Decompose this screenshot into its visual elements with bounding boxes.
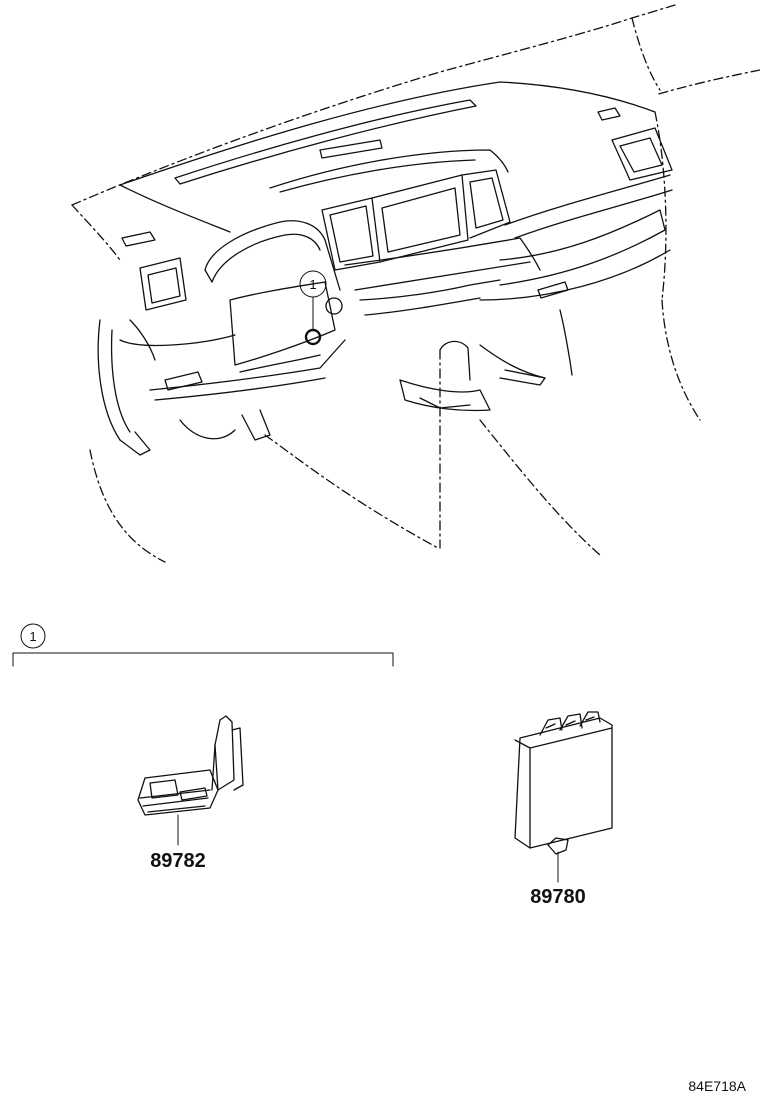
- group-marker-circle: [20, 623, 46, 649]
- part-number-89780: 89780: [530, 886, 586, 908]
- part-89782-drawing: [137, 715, 244, 846]
- group-header: [12, 623, 394, 667]
- part-location-marker: [304, 328, 322, 346]
- illustration-code: 84E718A: [688, 1078, 746, 1094]
- group-number: 1: [29, 629, 36, 644]
- group-bracket: [12, 652, 394, 667]
- part-89780-drawing: [514, 711, 613, 883]
- part-number-89782: 89782: [150, 850, 206, 872]
- callout-number: 1: [309, 277, 316, 292]
- dashboard-illustration: [71, 4, 760, 563]
